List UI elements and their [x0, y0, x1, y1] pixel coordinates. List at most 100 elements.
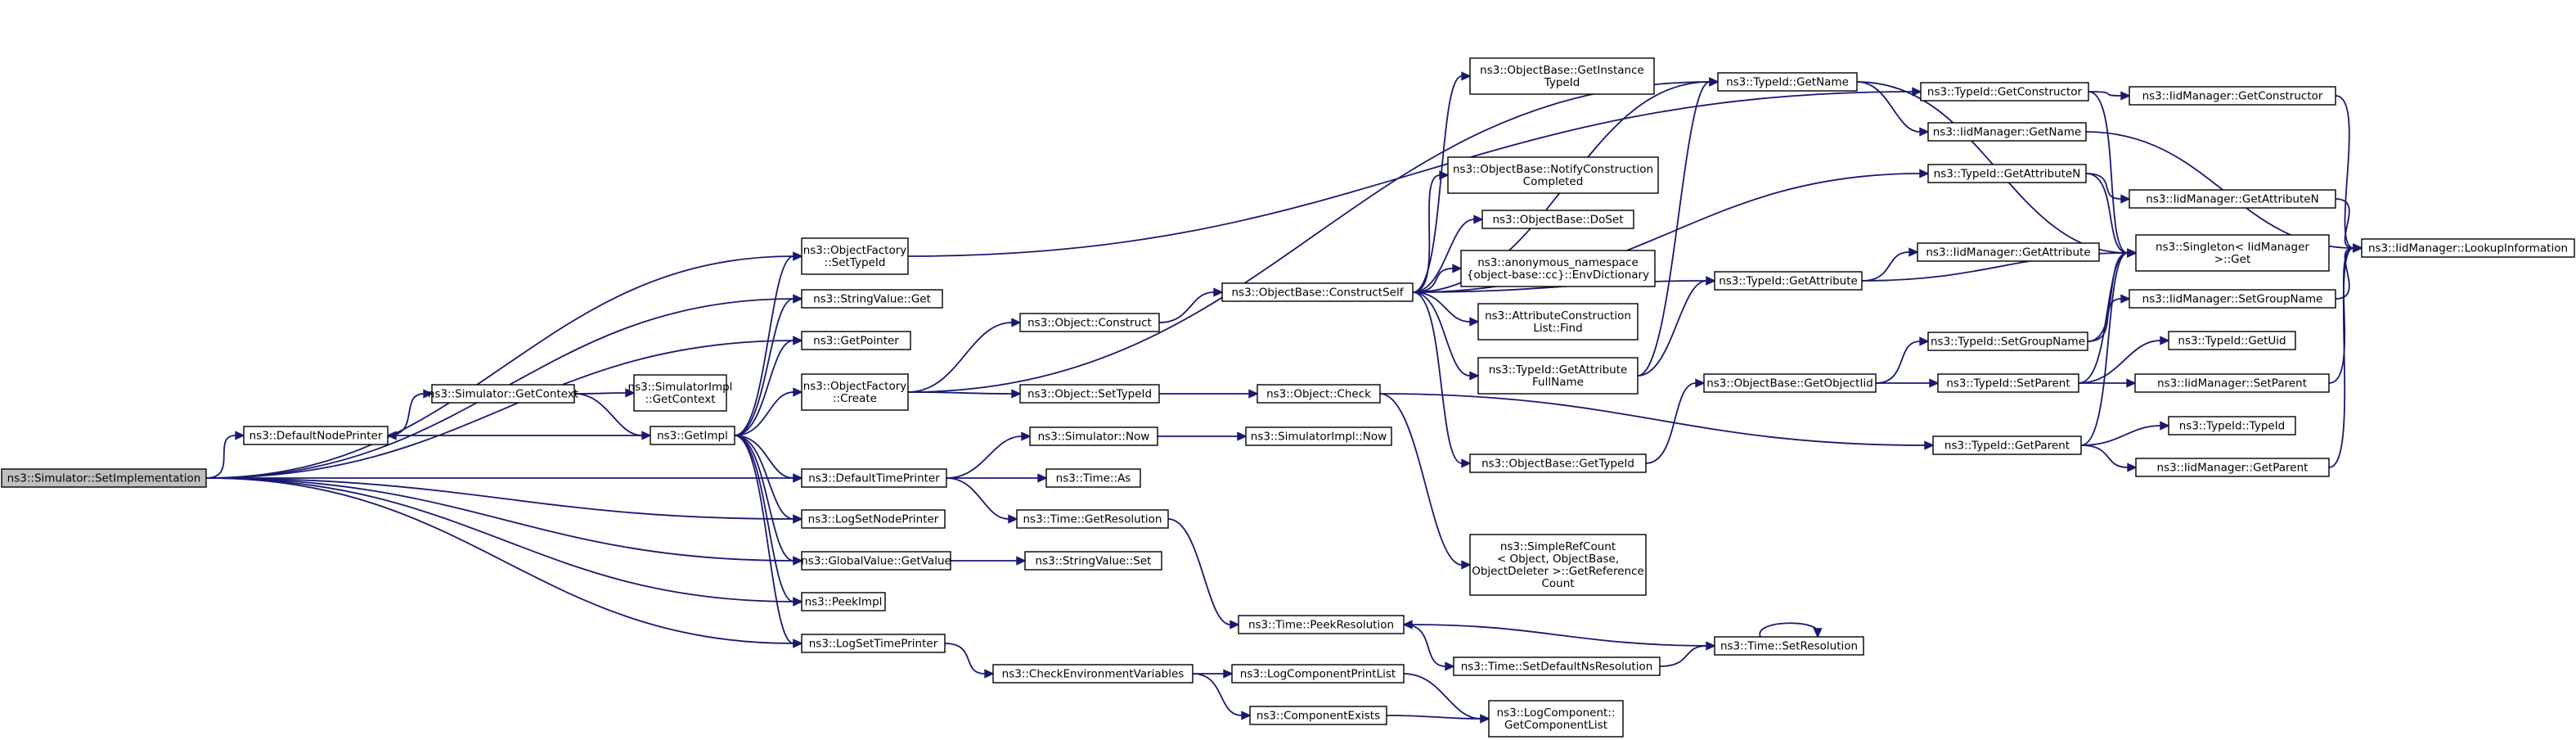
edge-line	[1412, 291, 1471, 323]
node-box	[650, 426, 735, 445]
node-ofcreate[interactable]: ns3::ObjectFactory::Create	[801, 373, 909, 411]
node-iidgetname[interactable]: ns3::IidManager::GetName	[1927, 122, 2087, 142]
node-box	[801, 373, 909, 411]
node-tidgetattr[interactable]: ns3::TypeId::GetAttribute	[1714, 271, 1863, 291]
node-iidgetparent[interactable]: ns3::IidManager::GetParent	[2135, 458, 2330, 477]
node-obgetoiid[interactable]: ns3::ObjectBase::GetObjectIid	[1703, 373, 1877, 393]
node-tidgetparent[interactable]: ns3::TypeId::GetParent	[1932, 435, 2082, 455]
node-cev[interactable]: ns3::CheckEnvironmentVariables	[992, 664, 1194, 684]
node-singleton[interactable]: ns3::Singleton< IidManager>::Get	[2135, 234, 2330, 272]
node-iidsetgroup[interactable]: ns3::IidManager::SetGroupName	[2129, 289, 2336, 309]
edge-line	[573, 393, 643, 436]
edge-line	[734, 435, 794, 562]
node-lcgetcl[interactable]: ns3::LogComponent::GetComponentList	[1488, 700, 1624, 738]
node-label: ns3::TypeId::GetAttribute	[1719, 275, 1858, 288]
edge-timepeekres-to-timesetdefns	[1403, 624, 1455, 671]
edge-root-to-dtp	[206, 473, 803, 483]
node-iidgetctor[interactable]: ns3::IidManager::GetConstructor	[2129, 86, 2336, 106]
node-tidsetgroup[interactable]: ns3::TypeId::SetGroupName	[1927, 332, 2088, 351]
node-implgetctx[interactable]: ns3::SimulatorImpl::GetContext	[628, 374, 733, 412]
edge-line	[1637, 280, 1707, 377]
node-tidgetuid[interactable]: ns3::TypeId::GetUid	[2168, 331, 2296, 350]
node-tidtypeid[interactable]: ns3::TypeId::TypeId	[2168, 416, 2296, 435]
node-box	[1477, 303, 1639, 341]
node-obdoset[interactable]: ns3::ObjectBase::DoSet	[1481, 210, 1634, 229]
node-timepeekres[interactable]: ns3::Time::PeekResolution	[1238, 615, 1405, 634]
edge-line	[1412, 291, 1471, 377]
node-lsnp[interactable]: ns3::LogSetNodePrinter	[801, 509, 946, 529]
node-obnotify[interactable]: ns3::ObjectBase::NotifyConstructionCompl…	[1447, 156, 1659, 194]
node-obconstructself[interactable]: ns3::ObjectBase::ConstructSelf	[1221, 282, 1414, 302]
node-iidgetattrn[interactable]: ns3::IidManager::GetAttributeN	[2129, 189, 2336, 209]
node-gvget[interactable]: ns3::GlobalValue::GetValue	[801, 551, 951, 571]
node-timeas[interactable]: ns3::Time::As	[1045, 468, 1141, 488]
node-envdict[interactable]: ns3::anonymous_namespace{object-base::cc…	[1460, 250, 1656, 287]
edge-line	[205, 477, 794, 562]
node-tidgetname[interactable]: ns3::TypeId::GetName	[1717, 72, 1858, 92]
edge-line	[2078, 252, 2129, 384]
edge-arrowhead	[1480, 714, 1490, 724]
node-tidsetparent[interactable]: ns3::TypeId::SetParent	[1937, 373, 2079, 393]
edge-root-to-lstp	[205, 477, 803, 648]
edge-line	[2080, 444, 2129, 468]
node-label: ns3::IidManager::GetAttribute	[1926, 246, 2090, 259]
edge-dtp-to-simnow	[946, 431, 1032, 479]
node-timegetres[interactable]: ns3::Time::GetResolution	[1016, 509, 1169, 529]
edge-line	[907, 81, 1711, 393]
node-lcpl[interactable]: ns3::LogComponentPrintList	[1231, 664, 1405, 684]
node-getctx[interactable]: ns3::Simulator::GetContext	[428, 384, 578, 404]
edge-getimpl-to-lstp	[734, 435, 803, 648]
node-srcgetref[interactable]: ns3::SimpleRefCount< Object, ObjectBase,…	[1469, 534, 1647, 596]
node-iidlookup[interactable]: ns3::IidManager::LookupInformation	[2361, 238, 2575, 258]
edge-timegetres-to-timepeekres	[1167, 518, 1240, 629]
node-label: ns3::IidManager::GetConstructor	[2142, 90, 2323, 103]
node-label: ns3::ObjectFactory	[803, 244, 907, 257]
node-simimplnow[interactable]: ns3::SimulatorImpl::Now	[1245, 426, 1392, 446]
edge-line	[1167, 518, 1231, 625]
edge-arrowhead	[793, 556, 803, 566]
edge-arrowhead	[1461, 560, 1472, 570]
node-box	[2135, 458, 2330, 477]
node-box	[801, 509, 946, 529]
node-box	[2134, 373, 2330, 393]
edge-line	[946, 477, 1009, 520]
node-svset[interactable]: ns3::StringValue::Set	[1024, 551, 1162, 571]
node-tidgetattrn[interactable]: ns3::TypeId::GetAttributeN	[1927, 164, 2087, 183]
node-dtp[interactable]: ns3::DefaultTimePrinter	[801, 468, 947, 488]
node-simnow[interactable]: ns3::Simulator::Now	[1029, 426, 1158, 446]
node-compexists[interactable]: ns3::ComponentExists	[1249, 706, 1387, 725]
node-timesetres[interactable]: ns3::Time::SetResolution	[1714, 636, 1864, 656]
node-label: Completed	[1523, 175, 1584, 188]
node-iidgetattr[interactable]: ns3::IidManager::GetAttribute	[1917, 242, 2100, 262]
node-root[interactable]: ns3::Simulator::SetImplementation	[1, 468, 207, 488]
node-ofsettid[interactable]: ns3::ObjectFactory::SetTypeId	[801, 237, 909, 275]
node-objcheck[interactable]: ns3::Object::Check	[1257, 384, 1381, 404]
node-getimpl[interactable]: ns3::GetImpl	[650, 426, 735, 445]
node-obgettid[interactable]: ns3::ObjectBase::GetTypeId	[1469, 453, 1647, 473]
node-label: ::Create	[833, 392, 877, 405]
node-getptr[interactable]: ns3::GetPointer	[801, 331, 911, 350]
node-objconstruct[interactable]: ns3::Object::Construct	[1019, 313, 1160, 332]
node-objsettid[interactable]: ns3::Object::SetTypeId	[1019, 384, 1160, 404]
edge-line	[2087, 298, 2122, 342]
edge-tidgetattrfull-to-tidgetattr	[1637, 276, 1716, 377]
node-label: ns3::IidManager::SetParent	[2157, 377, 2307, 390]
edge-line	[946, 435, 1023, 479]
node-label: ns3::TypeId::GetAttribute	[1489, 363, 1628, 377]
node-peekimpl[interactable]: ns3::PeekImpl	[801, 592, 886, 611]
edge-objconstruct-to-obconstructself	[1158, 287, 1224, 323]
edge-timesetres-to-timesetres	[1759, 622, 1823, 638]
node-box	[1714, 271, 1863, 291]
node-timesetdefns[interactable]: ns3::Time::SetDefaultNsResolution	[1453, 657, 1661, 676]
node-label: ns3::IidManager::GetAttributeN	[2146, 193, 2318, 206]
edge-arrowhead	[1469, 317, 1480, 327]
node-svget[interactable]: ns3::StringValue::Get	[801, 289, 943, 309]
edge-tidgetparent-to-singleton	[2080, 248, 2138, 446]
node-dnp[interactable]: ns3::DefaultNodePrinter	[243, 426, 389, 445]
node-iidsetparent[interactable]: ns3::IidManager::SetParent	[2134, 373, 2330, 393]
node-tidgetctor[interactable]: ns3::TypeId::GetConstructor	[1920, 82, 2089, 102]
node-lstp[interactable]: ns3::LogSetTimePrinter	[801, 634, 946, 653]
